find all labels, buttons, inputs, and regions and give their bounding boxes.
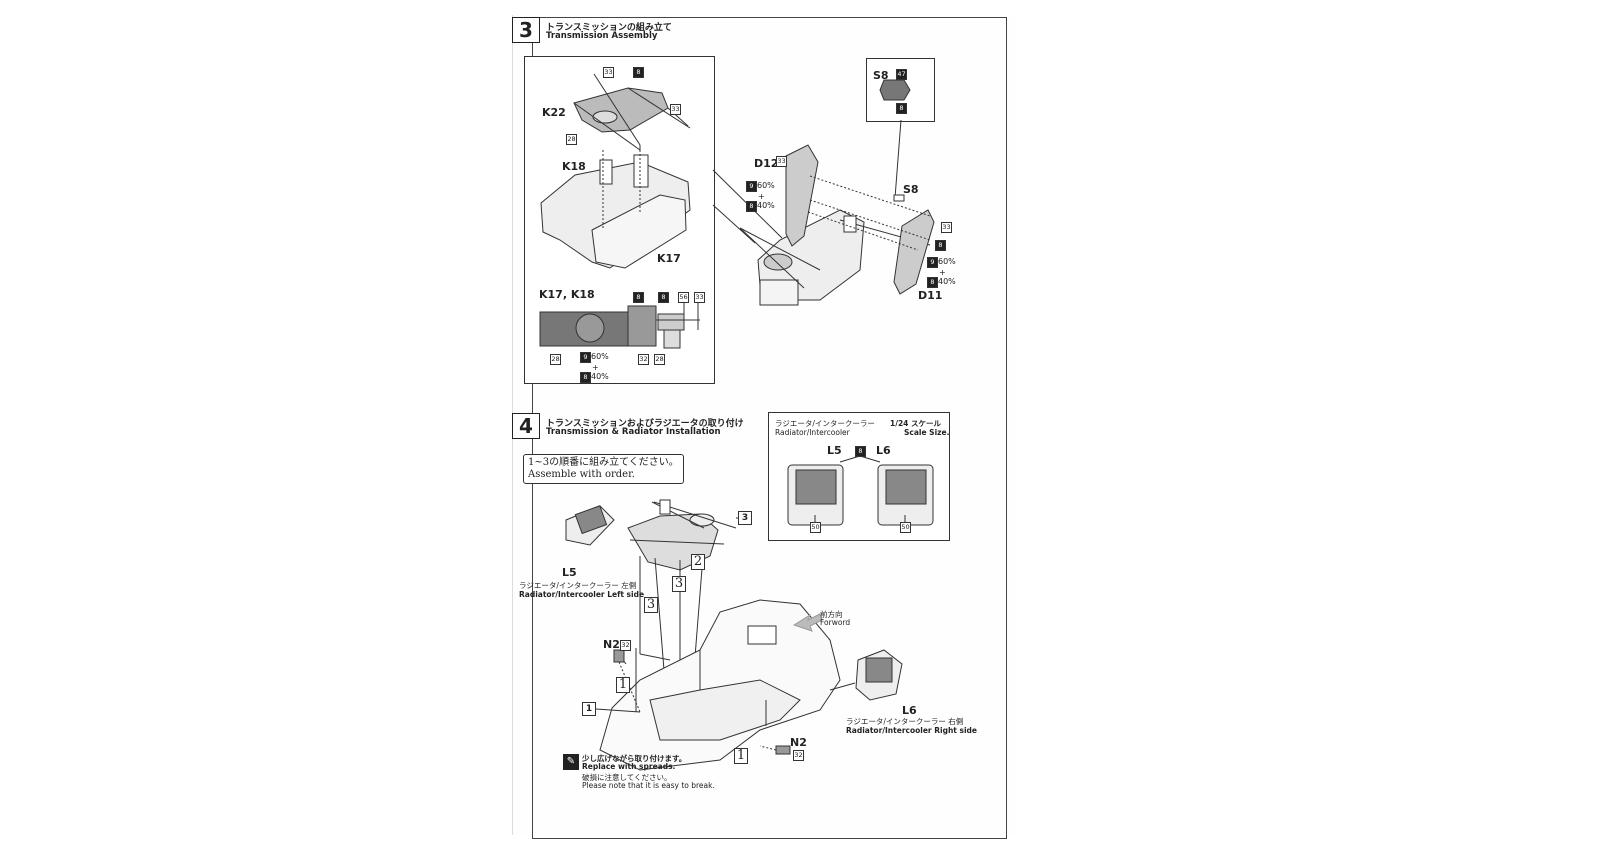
order-note-jp: 1~3の順番に組み立てください。	[528, 457, 679, 468]
label-n2-bottom: N2	[790, 736, 807, 749]
color-code: 33	[776, 156, 787, 167]
color-code: 32	[638, 354, 649, 365]
label-l5-en: Radiator/Intercooler Left side	[519, 590, 645, 599]
label-s8-inset: S8	[873, 69, 889, 82]
color-code: 28	[654, 354, 665, 365]
radiator-inset-parts	[787, 455, 934, 527]
label-l5: L5	[562, 566, 577, 579]
label-d12: D12	[754, 157, 779, 170]
ref-step-3: 3	[738, 511, 752, 525]
label-k17: K17	[657, 252, 681, 265]
color-code: 33	[941, 222, 952, 233]
mix-plus: +	[592, 363, 599, 372]
ref-step-1: 1	[582, 702, 596, 716]
transmission-main-assembly	[739, 119, 935, 306]
color-code: 32	[793, 750, 804, 761]
label-k17-k18: K17, K18	[539, 288, 595, 301]
step-3-title-jp: トランスミッションの組み立て	[546, 23, 672, 33]
label-l5-jp: ラジエータ/インタークーラー 左側	[519, 581, 637, 590]
label-k22: K22	[542, 106, 566, 119]
k17-k18-gearbox-part	[540, 150, 691, 269]
mix-percent: 60%	[591, 352, 609, 361]
color-code: 50	[810, 522, 821, 533]
label-l6-en: Radiator/Intercooler Right side	[846, 726, 977, 735]
label-d11: D11	[918, 289, 943, 302]
inset-title-en: Radiator/Intercooler	[775, 428, 850, 437]
step-4-title-jp: トランスミッションおよびラジエータの取り付け	[546, 419, 744, 429]
mix-percent: 60%	[757, 181, 775, 190]
color-code: 9	[580, 352, 591, 363]
mix-percent: 40%	[938, 277, 956, 286]
sequence-marker: 2	[691, 554, 705, 570]
label-l6-jp: ラジエータ/インタークーラー 右側	[846, 717, 964, 726]
mix-plus: +	[758, 192, 765, 201]
color-code: 9	[746, 181, 757, 192]
inset-scale-jp: 1/24 スケール	[890, 419, 942, 428]
warning-break-en: Please note that it is easy to break.	[582, 781, 715, 790]
mix-percent: 60%	[938, 257, 956, 266]
color-code: 50	[900, 522, 911, 533]
color-code: 8	[633, 292, 644, 303]
label-s8-main: S8	[903, 183, 919, 196]
step-4-number: 4	[512, 413, 540, 439]
mix-percent: 40%	[591, 372, 609, 381]
color-code: 8	[746, 201, 757, 212]
color-code: 8	[658, 292, 669, 303]
inset-scale-en: Scale Size.	[904, 428, 950, 437]
label-l6: L6	[902, 704, 917, 717]
sequence-marker: 1	[616, 677, 630, 693]
inset-label-l6: L6	[876, 444, 891, 457]
mix-percent: 40%	[757, 201, 775, 210]
inset-label-l5: L5	[827, 444, 842, 457]
assembly-order-note: 1~3の順番に組み立てください。 Assemble with order.	[523, 454, 684, 484]
color-code: 28	[550, 354, 561, 365]
color-code: 33	[694, 292, 705, 303]
color-code: 28	[566, 134, 577, 145]
order-note-en: Assemble with order.	[528, 469, 635, 480]
warning-spread-jp: 少し広げながら取り付けます。	[582, 754, 687, 763]
color-code: 9	[927, 257, 938, 268]
inset-title-jp: ラジエータ/インタークーラー	[775, 419, 875, 428]
forward-label-jp: 前方向	[820, 610, 843, 619]
gearbox-bottom-view	[539, 302, 700, 349]
step-3-title-en: Transmission Assembly	[546, 31, 658, 41]
mix-plus: +	[939, 268, 946, 277]
forward-arrow	[792, 613, 823, 632]
sequence-marker: 1	[734, 748, 748, 764]
chassis-tub-part	[599, 599, 841, 771]
color-code: 8	[855, 446, 866, 457]
l5-radiator-part	[565, 505, 615, 546]
color-code: 8	[896, 103, 907, 114]
label-k18: K18	[562, 160, 586, 173]
color-code: 33	[603, 67, 614, 78]
l6-radiator-part	[829, 649, 903, 701]
warning-break-jp: 破損に注意してください。	[582, 773, 672, 782]
step-3-number: 3	[512, 17, 540, 43]
warning-spread-en: Replace with spreads.	[582, 762, 676, 771]
step-4-title-en: Transmission & Radiator Installation	[546, 427, 721, 437]
color-code: 8	[935, 240, 946, 251]
color-code: 8	[633, 67, 644, 78]
forward-label-en: Forword	[820, 618, 851, 627]
color-code: 8	[580, 372, 591, 383]
sequence-marker: 3	[672, 576, 686, 592]
color-code: 47	[896, 69, 907, 80]
label-n2-top: N2	[603, 638, 620, 651]
sequence-marker: 3	[644, 597, 658, 613]
color-code: 33	[670, 104, 681, 115]
warning-icon: ✎	[563, 754, 579, 770]
color-code: 8	[927, 277, 938, 288]
color-code: 56	[678, 292, 689, 303]
color-code: 32	[620, 640, 631, 651]
